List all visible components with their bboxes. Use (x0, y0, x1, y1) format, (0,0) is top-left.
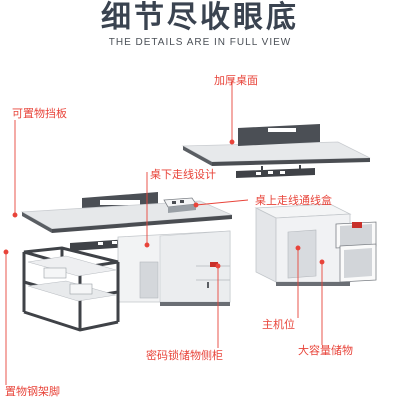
callout-large-storage: 大容量储物 (298, 344, 353, 357)
callout-host-bay: 主机位 (262, 318, 295, 331)
callout-steel-rack: 置物钢架脚 (5, 385, 60, 398)
page-title: 细节尽收眼底 (101, 0, 299, 35)
side-cabinet (117, 230, 231, 306)
callout-baffle: 可置物挡板 (12, 107, 67, 120)
callout-top-wire-box: 桌上走线通线盒 (255, 194, 332, 207)
callout-thick-desktop: 加厚桌面 (214, 74, 258, 87)
page-subtitle: THE DETAILS ARE IN FULL VIEW (108, 37, 292, 48)
thick-desktop-detail (181, 124, 371, 178)
rack-shelves (27, 255, 117, 302)
right-storage-cabinet (254, 203, 377, 286)
callout-under-wire: 桌下走线设计 (150, 168, 216, 181)
callout-code-cabinet: 密码锁储物侧柜 (146, 349, 223, 362)
